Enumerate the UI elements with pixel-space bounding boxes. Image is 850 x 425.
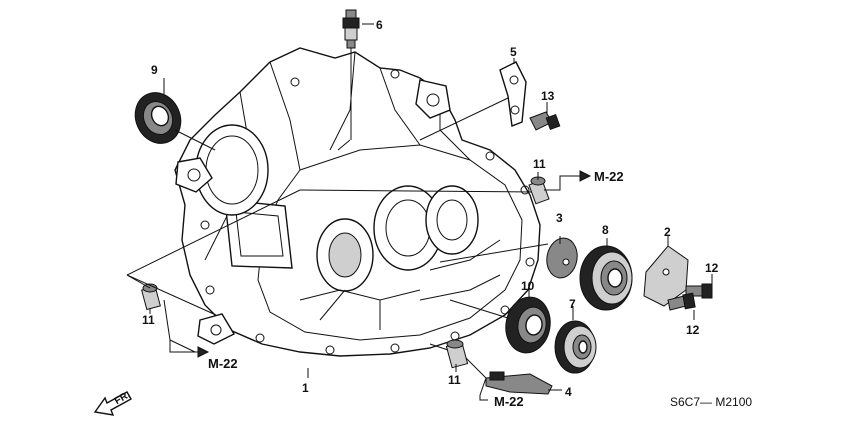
front-label: FR. [113, 389, 133, 407]
callout-11-right: 11 [533, 157, 546, 171]
ball-bearing-8 [579, 245, 633, 311]
bolt-12-lower [667, 292, 696, 311]
leader-lines [126, 23, 713, 401]
callout-10: 10 [521, 279, 535, 293]
callout-labels: 1 2 3 4 5 6 7 8 9 10 11 11 11 12 12 13 [142, 18, 719, 399]
dowel-pin-bottom [445, 339, 469, 369]
dowel-pin-right [528, 176, 550, 205]
bolt-13 [529, 111, 561, 131]
callout-4: 4 [565, 385, 572, 399]
shim-plate [546, 237, 578, 279]
callout-5: 5 [510, 45, 517, 59]
callout-11-bottom: 11 [448, 373, 461, 387]
callout-11-left: 11 [142, 313, 155, 327]
callout-12-upper: 12 [705, 261, 719, 275]
callout-13: 13 [541, 89, 555, 103]
callout-2: 2 [664, 225, 671, 239]
callout-6: 6 [376, 18, 383, 32]
callout-9: 9 [151, 63, 158, 77]
callout-1: 1 [302, 381, 309, 395]
reference-labels: M-22 M-22 M-22 [208, 169, 624, 409]
reference-m22-right[interactable]: M-22 [594, 169, 624, 184]
oil-guide [485, 371, 553, 395]
callout-8: 8 [602, 223, 609, 237]
reference-m22-left[interactable]: M-22 [208, 356, 238, 371]
callout-3: 3 [556, 211, 563, 225]
clutch-housing [174, 47, 541, 357]
oil-seal [134, 92, 182, 144]
dowel-pin-left [141, 283, 161, 311]
callout-7: 7 [569, 297, 576, 311]
callout-12-lower: 12 [686, 323, 700, 337]
ball-bearing-7 [554, 320, 597, 374]
oil-seal-10 [505, 296, 551, 354]
diagram-code: S6C7— M2100 [670, 395, 752, 409]
front-direction-arrow [93, 391, 132, 416]
sensor-switch [342, 9, 360, 140]
reference-m22-bottom[interactable]: M-22 [494, 394, 524, 409]
bracket [499, 61, 527, 127]
